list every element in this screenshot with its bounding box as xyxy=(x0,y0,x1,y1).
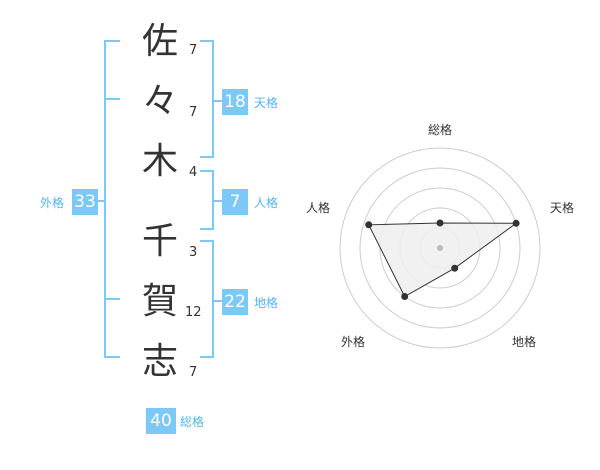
tenkaku-bracket-connector xyxy=(212,100,222,102)
outer-bracket-tick-2 xyxy=(104,298,120,300)
outer-bracket-bottom xyxy=(104,356,120,358)
radar-shape xyxy=(367,222,518,298)
soukaku-badge: 40 xyxy=(146,408,176,434)
chikaku-bracket-vertical xyxy=(212,240,214,358)
name-char-5: 賀 xyxy=(141,281,178,322)
radar-label-bottom-left: 外格 xyxy=(341,334,365,349)
stroke-count-4: 3 xyxy=(189,245,198,260)
radar-point xyxy=(451,264,459,272)
outer-bracket-connector xyxy=(98,200,106,202)
jinkaku-bracket-top xyxy=(200,170,214,172)
chikaku-bracket-top xyxy=(200,240,214,242)
radar-ring xyxy=(339,147,541,349)
chikaku-label: 地格 xyxy=(254,296,279,310)
jinkaku-label: 人格 xyxy=(254,196,279,210)
radar-points xyxy=(365,219,520,300)
name-char-1: 佐 xyxy=(141,21,178,62)
stroke-count-2: 7 xyxy=(189,105,198,120)
stroke-count-3: 4 xyxy=(189,165,198,180)
tenkaku-badge: 18 xyxy=(222,89,248,115)
radar-label-bottom-right: 地格 xyxy=(512,334,536,349)
outer-bracket-vertical xyxy=(104,40,106,358)
radar-point xyxy=(512,219,520,227)
soukaku-label: 総格 xyxy=(180,415,205,429)
tenkaku-label: 天格 xyxy=(254,96,279,110)
jinkaku-bracket-bottom xyxy=(200,228,214,230)
tenkaku-bracket-bottom xyxy=(200,156,214,158)
gaikaku-badge: 33 xyxy=(72,189,98,215)
outer-bracket-tick-1 xyxy=(104,98,120,100)
radar-label-top: 総格 xyxy=(428,122,452,137)
radar-label-left: 人格 xyxy=(306,200,330,215)
stroke-count-1: 7 xyxy=(189,43,198,58)
gaikaku-label: 外格 xyxy=(40,196,65,210)
tenkaku-bracket-vertical xyxy=(212,40,214,158)
name-char-3: 木 xyxy=(141,141,178,182)
radar-ring xyxy=(359,167,521,329)
radar-label-right: 天格 xyxy=(550,200,574,215)
radar-point xyxy=(401,293,409,300)
tenkaku-bracket-top xyxy=(200,40,214,42)
chikaku-bracket-connector xyxy=(212,300,222,302)
jinkaku-bracket-connector xyxy=(212,200,222,202)
radar-point xyxy=(365,221,373,229)
radar-center-dot xyxy=(437,245,443,251)
name-char-4: 千 xyxy=(141,221,178,262)
radar-point xyxy=(436,219,444,227)
chikaku-badge: 22 xyxy=(222,289,248,315)
outer-bracket-top xyxy=(104,40,120,42)
jinkaku-badge: 7 xyxy=(222,189,248,215)
name-char-6: 志 xyxy=(141,341,178,382)
chikaku-bracket-bottom xyxy=(200,356,214,358)
radar-chart: 総格 天格 地格 外格 人格 xyxy=(306,122,574,349)
stroke-count-5: 12 xyxy=(185,305,202,320)
name-char-2: 々 xyxy=(141,81,178,122)
stroke-count-6: 7 xyxy=(189,365,198,380)
